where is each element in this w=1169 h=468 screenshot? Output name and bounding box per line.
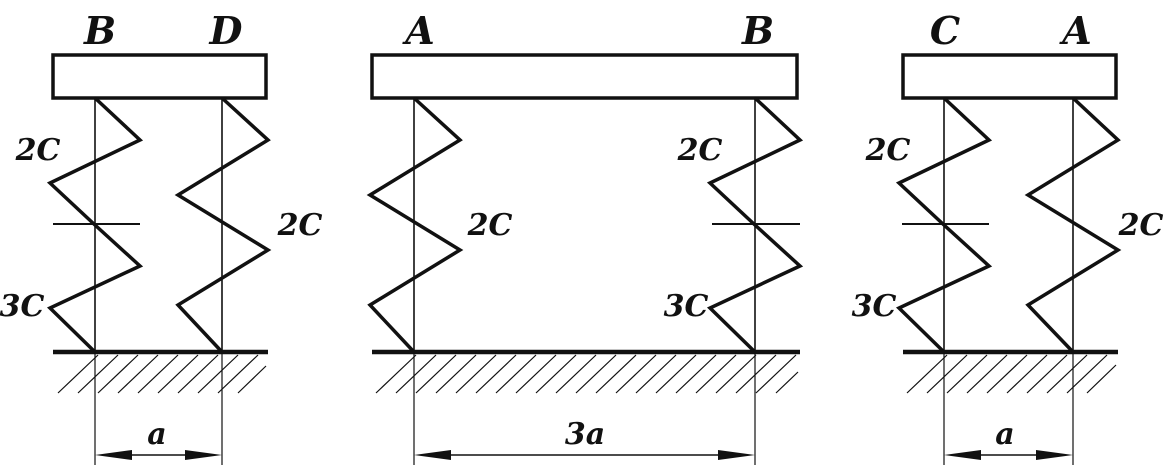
beam-middle bbox=[370, 53, 799, 100]
label-middle-2c-left: 2C bbox=[467, 208, 513, 243]
arrow-middle-r bbox=[718, 450, 755, 460]
spring-middle-simple bbox=[366, 96, 464, 354]
dim-label-right: a bbox=[995, 417, 1014, 452]
label-left-2: D bbox=[209, 8, 243, 53]
beam-right bbox=[901, 53, 1118, 100]
arrow-middle-l bbox=[414, 450, 451, 460]
spring-left-simple bbox=[174, 96, 272, 354]
arrow-right-l bbox=[944, 450, 981, 460]
label-middle-1: A bbox=[402, 8, 434, 53]
arrow-right-r bbox=[1036, 450, 1073, 460]
beam-left bbox=[51, 53, 268, 100]
system-middle: A B 2C 2C 3C bbox=[366, 8, 804, 465]
label-right-3c: 3C bbox=[852, 289, 897, 324]
arrow-left-r bbox=[185, 450, 222, 460]
ground-hatch-right bbox=[906, 354, 1117, 394]
dim-label-left: a bbox=[147, 417, 166, 452]
label-left-2c-upper: 2C bbox=[15, 133, 61, 168]
system-right: C A 2C 3C 2C a bbox=[852, 8, 1164, 465]
label-right-1: C bbox=[930, 8, 960, 53]
ground-hatch-middle bbox=[375, 354, 799, 394]
dim-label-middle: 3a bbox=[565, 417, 605, 452]
label-right-2: A bbox=[1059, 8, 1091, 53]
label-middle-2: B bbox=[741, 8, 774, 53]
system-left: B D 2C 3C 2C a bbox=[0, 8, 322, 465]
label-left-1: B bbox=[83, 8, 116, 53]
label-right-2c-right: 2C bbox=[1118, 208, 1164, 243]
label-left-2c-right: 2C bbox=[277, 208, 323, 243]
spring-right-simple bbox=[1024, 96, 1122, 354]
arrow-left-l bbox=[95, 450, 132, 460]
ground-hatch-left bbox=[57, 354, 267, 394]
label-middle-2c-upper: 2C bbox=[677, 133, 723, 168]
label-right-2c-upper: 2C bbox=[865, 133, 911, 168]
label-middle-3c: 3C bbox=[664, 289, 709, 324]
label-left-3c: 3C bbox=[0, 289, 44, 324]
